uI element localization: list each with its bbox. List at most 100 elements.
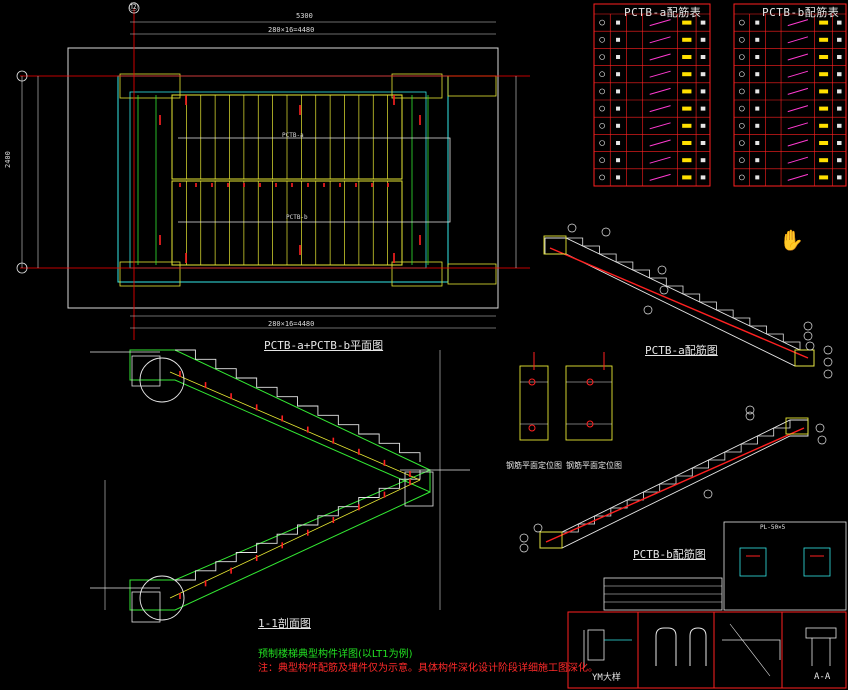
- section-steps-upper: [175, 349, 421, 462]
- ym-rect: [587, 629, 605, 661]
- elev-a-balloons: [567, 223, 833, 379]
- table-len: [837, 141, 842, 145]
- table-qty: [682, 106, 692, 111]
- rebar-tables: [593, 3, 847, 187]
- aa-caption: A-A: [814, 672, 831, 682]
- rebar-balloon: [823, 357, 833, 367]
- landing-box-r1: [447, 75, 497, 97]
- detail-panels: [567, 521, 847, 689]
- rebar-balloon: [823, 345, 833, 355]
- table-mark: [616, 72, 621, 77]
- embed-detail-1-frame: [519, 365, 549, 441]
- plan-dim-top: 5300: [296, 12, 313, 20]
- landing-box-tl: [119, 73, 181, 99]
- angle-detail-line: [729, 623, 771, 677]
- elev-b-balloons: [519, 405, 827, 553]
- support-upper: [131, 355, 161, 387]
- table-len: [700, 141, 706, 145]
- plan-dim-run-top: 280×16=4480: [268, 26, 315, 34]
- rebar-balloon: [659, 285, 669, 295]
- section-steps-lower: [175, 470, 421, 581]
- table-len: [837, 89, 842, 94]
- table-index-bubble: [739, 105, 745, 112]
- table-qty: [682, 158, 692, 163]
- hook-detail: [655, 627, 677, 666]
- landing-box-bl: [119, 261, 181, 287]
- table-index-bubble: [739, 157, 745, 163]
- table-len: [700, 123, 706, 128]
- plan-dim-run-bottom: 280×16=4480: [268, 320, 315, 328]
- embed-hole: [586, 420, 594, 428]
- section-rebar-line-2: [169, 479, 421, 599]
- table-index-bubble: [739, 36, 745, 43]
- elev-b-rebar-main: [545, 427, 805, 543]
- table-mark: [616, 106, 621, 111]
- table-index-bubble: [599, 54, 605, 60]
- embed-caption-2: 钢筋平面定位图: [566, 461, 622, 470]
- table-shape: [649, 156, 671, 164]
- table-index-bubble: [739, 19, 745, 26]
- table-a-title: PCTB-a配筋表: [624, 6, 702, 19]
- table-len: [837, 20, 842, 25]
- elevation-a: [543, 223, 833, 379]
- table-shape: [787, 36, 809, 44]
- table-mark: [755, 89, 760, 94]
- pl-detail-frame: [723, 521, 847, 611]
- table-shape: [787, 70, 809, 78]
- table-len: [700, 55, 706, 59]
- rebar-balloon: [817, 435, 827, 445]
- table-mark: [616, 20, 621, 25]
- table-index-bubble: [599, 157, 605, 163]
- section-title: 1-1剖面图: [258, 617, 311, 630]
- elev-b-end-block-1: [539, 531, 563, 549]
- table-index-bubble: [599, 19, 605, 26]
- table-index-bubble: [599, 71, 605, 77]
- table-qty: [682, 141, 692, 145]
- support-mid: [404, 471, 434, 507]
- table-mark: [616, 175, 621, 180]
- elev-a-end-block-1: [543, 235, 567, 255]
- table-shape: [649, 105, 671, 113]
- table-qty: [819, 55, 829, 59]
- table-mark: [616, 55, 621, 59]
- rebar-balloon: [601, 227, 611, 237]
- hook-detail: [689, 627, 707, 666]
- rebar-balloon: [519, 543, 529, 553]
- table-len: [700, 175, 706, 180]
- table-mark: [755, 72, 760, 77]
- table-index-bubble: [599, 140, 605, 146]
- table-len: [837, 55, 842, 59]
- elev-a-end-block-2: [794, 349, 815, 367]
- table-qty: [682, 123, 692, 128]
- plan-label-a: PCTB-a: [282, 132, 304, 139]
- landing-box-br: [391, 261, 443, 287]
- table-qty: [819, 158, 829, 163]
- detail-circle-top: [139, 357, 185, 403]
- table-len: [700, 37, 706, 42]
- table-qty: [682, 175, 692, 180]
- angle-detail: [722, 639, 781, 660]
- table-qty: [819, 72, 829, 77]
- note-green: 预制楼梯典型构件详图(以LT1为例): [258, 649, 413, 660]
- section-flight-1-outline: [129, 349, 431, 493]
- table-shape: [649, 173, 671, 181]
- table-shape: [649, 122, 671, 130]
- table-mark: [616, 141, 621, 145]
- rebar-balloon: [657, 265, 667, 275]
- rebar-balloon: [703, 489, 713, 499]
- table-qty: [819, 106, 829, 111]
- table-mark: [616, 123, 621, 128]
- table-mark: [755, 37, 760, 42]
- table-mark: [616, 158, 621, 163]
- table-len: [837, 106, 842, 111]
- table-len: [700, 89, 706, 94]
- table-index-bubble: [739, 123, 745, 129]
- table-len: [700, 106, 706, 111]
- table-mark: [616, 37, 621, 42]
- section-view: [90, 349, 470, 623]
- plan-dim-left: 2400: [4, 151, 12, 168]
- table-mark: [755, 123, 760, 128]
- table-index-bubble: [739, 174, 745, 181]
